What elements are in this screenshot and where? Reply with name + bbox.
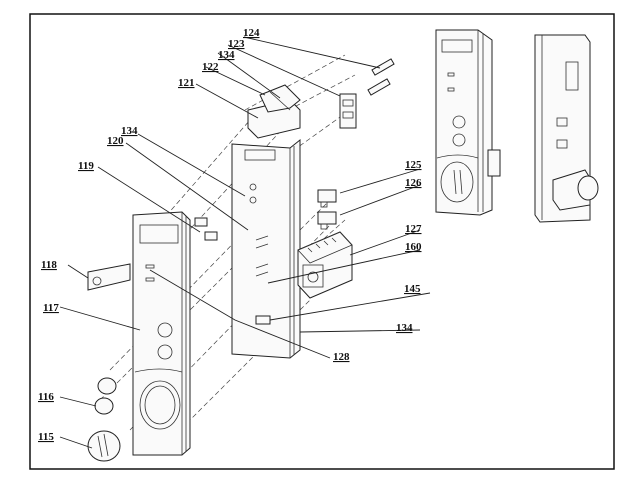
label-134: 134 xyxy=(396,322,413,334)
label-119: 119 xyxy=(78,160,94,172)
part-127-relay-block xyxy=(297,231,353,299)
part-116-buttons xyxy=(94,377,117,415)
label-127: 127 xyxy=(405,223,422,235)
part-118-window xyxy=(87,263,131,291)
part-labels: 124 123 134 122 121 134 120 119 125 126 … xyxy=(38,27,422,443)
assembled-front-view xyxy=(435,29,501,216)
label-120: 120 xyxy=(107,135,124,147)
part-115-knob xyxy=(87,430,121,462)
label-134: 134 xyxy=(218,49,235,61)
label-121: 121 xyxy=(178,77,195,89)
diagram-frame xyxy=(29,13,615,470)
label-125: 125 xyxy=(405,159,422,171)
label-126: 126 xyxy=(405,177,422,189)
label-123: 123 xyxy=(228,38,245,50)
leader-lines xyxy=(59,36,431,449)
label-128: 128 xyxy=(333,351,350,363)
part-123-connector xyxy=(339,93,357,129)
label-115: 115 xyxy=(38,431,54,443)
part-119-switch xyxy=(194,217,218,241)
label-160: 160 xyxy=(405,241,422,253)
label-145: 145 xyxy=(404,283,421,295)
part-124-pins xyxy=(367,58,395,96)
part-121-bracket xyxy=(247,84,301,139)
part-145-clip xyxy=(255,315,271,325)
label-117: 117 xyxy=(43,302,59,314)
part-126-connector xyxy=(317,211,337,230)
part-117-front-panel xyxy=(132,211,191,456)
assembled-rear-view xyxy=(534,34,599,223)
part-125-connector xyxy=(317,189,337,208)
label-118: 118 xyxy=(41,259,57,271)
part-134-circuit-board xyxy=(231,138,301,359)
label-116: 116 xyxy=(38,391,54,403)
label-122: 122 xyxy=(202,61,219,73)
label-134: 134 xyxy=(121,125,138,137)
label-124: 124 xyxy=(243,27,260,39)
